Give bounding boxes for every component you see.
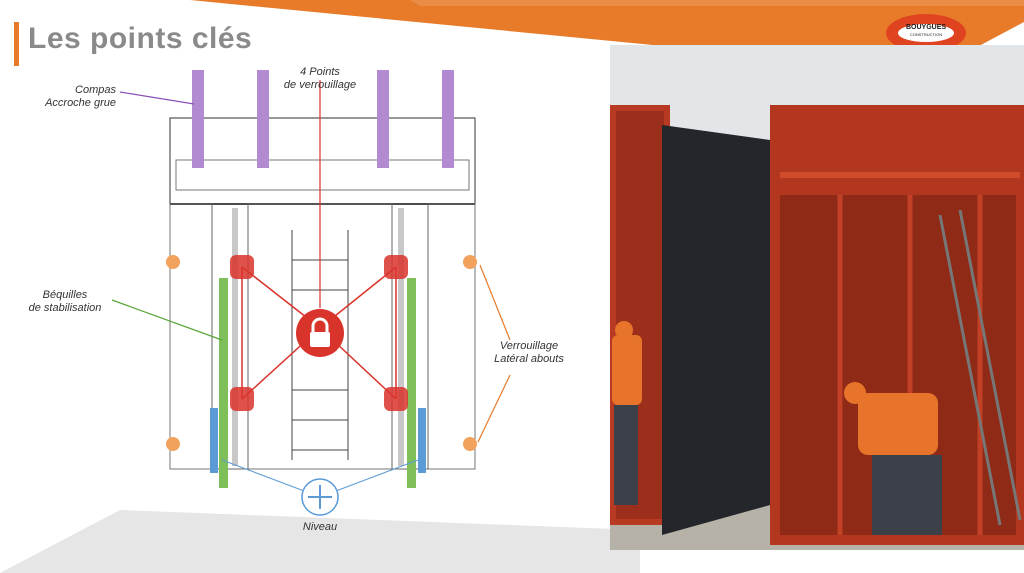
title-accent-bar [14,22,19,66]
label-compas: Compas Accroche grue [30,84,116,110]
label-verrouillage: 4 Points de verrouillage [268,66,372,92]
label-bequilles-line2: de stabilisation [28,302,102,314]
label-pointers [111,91,511,443]
label-verrouillage-line2: de verrouillage [283,79,357,91]
label-compas-line2: Accroche grue [45,97,116,109]
formwork-diagram [166,70,477,516]
bottom-gray-band [0,510,640,573]
logo-name: BOUYGUES [905,24,947,31]
label-compas-line1: Compas [75,84,116,96]
label-bequilles: Béquilles de stabilisation [10,289,120,315]
label-bequilles-line1: Béquilles [42,289,88,301]
page-title: Les points clés [28,22,253,55]
label-verrouillage-line1: 4 Points [300,66,340,78]
label-lateral-line1: Verrouillage [499,340,559,352]
label-lateral-line2: Latéral abouts [494,353,564,365]
construction-site-photo [610,45,1024,550]
bouygues-logo: BOUYGUES CONSTRUCTION [884,12,968,54]
label-niveau: Niveau [302,521,338,533]
logo-subtitle: CONSTRUCTION [909,32,943,37]
label-lateral: Verrouillage Latéral abouts [486,340,572,366]
